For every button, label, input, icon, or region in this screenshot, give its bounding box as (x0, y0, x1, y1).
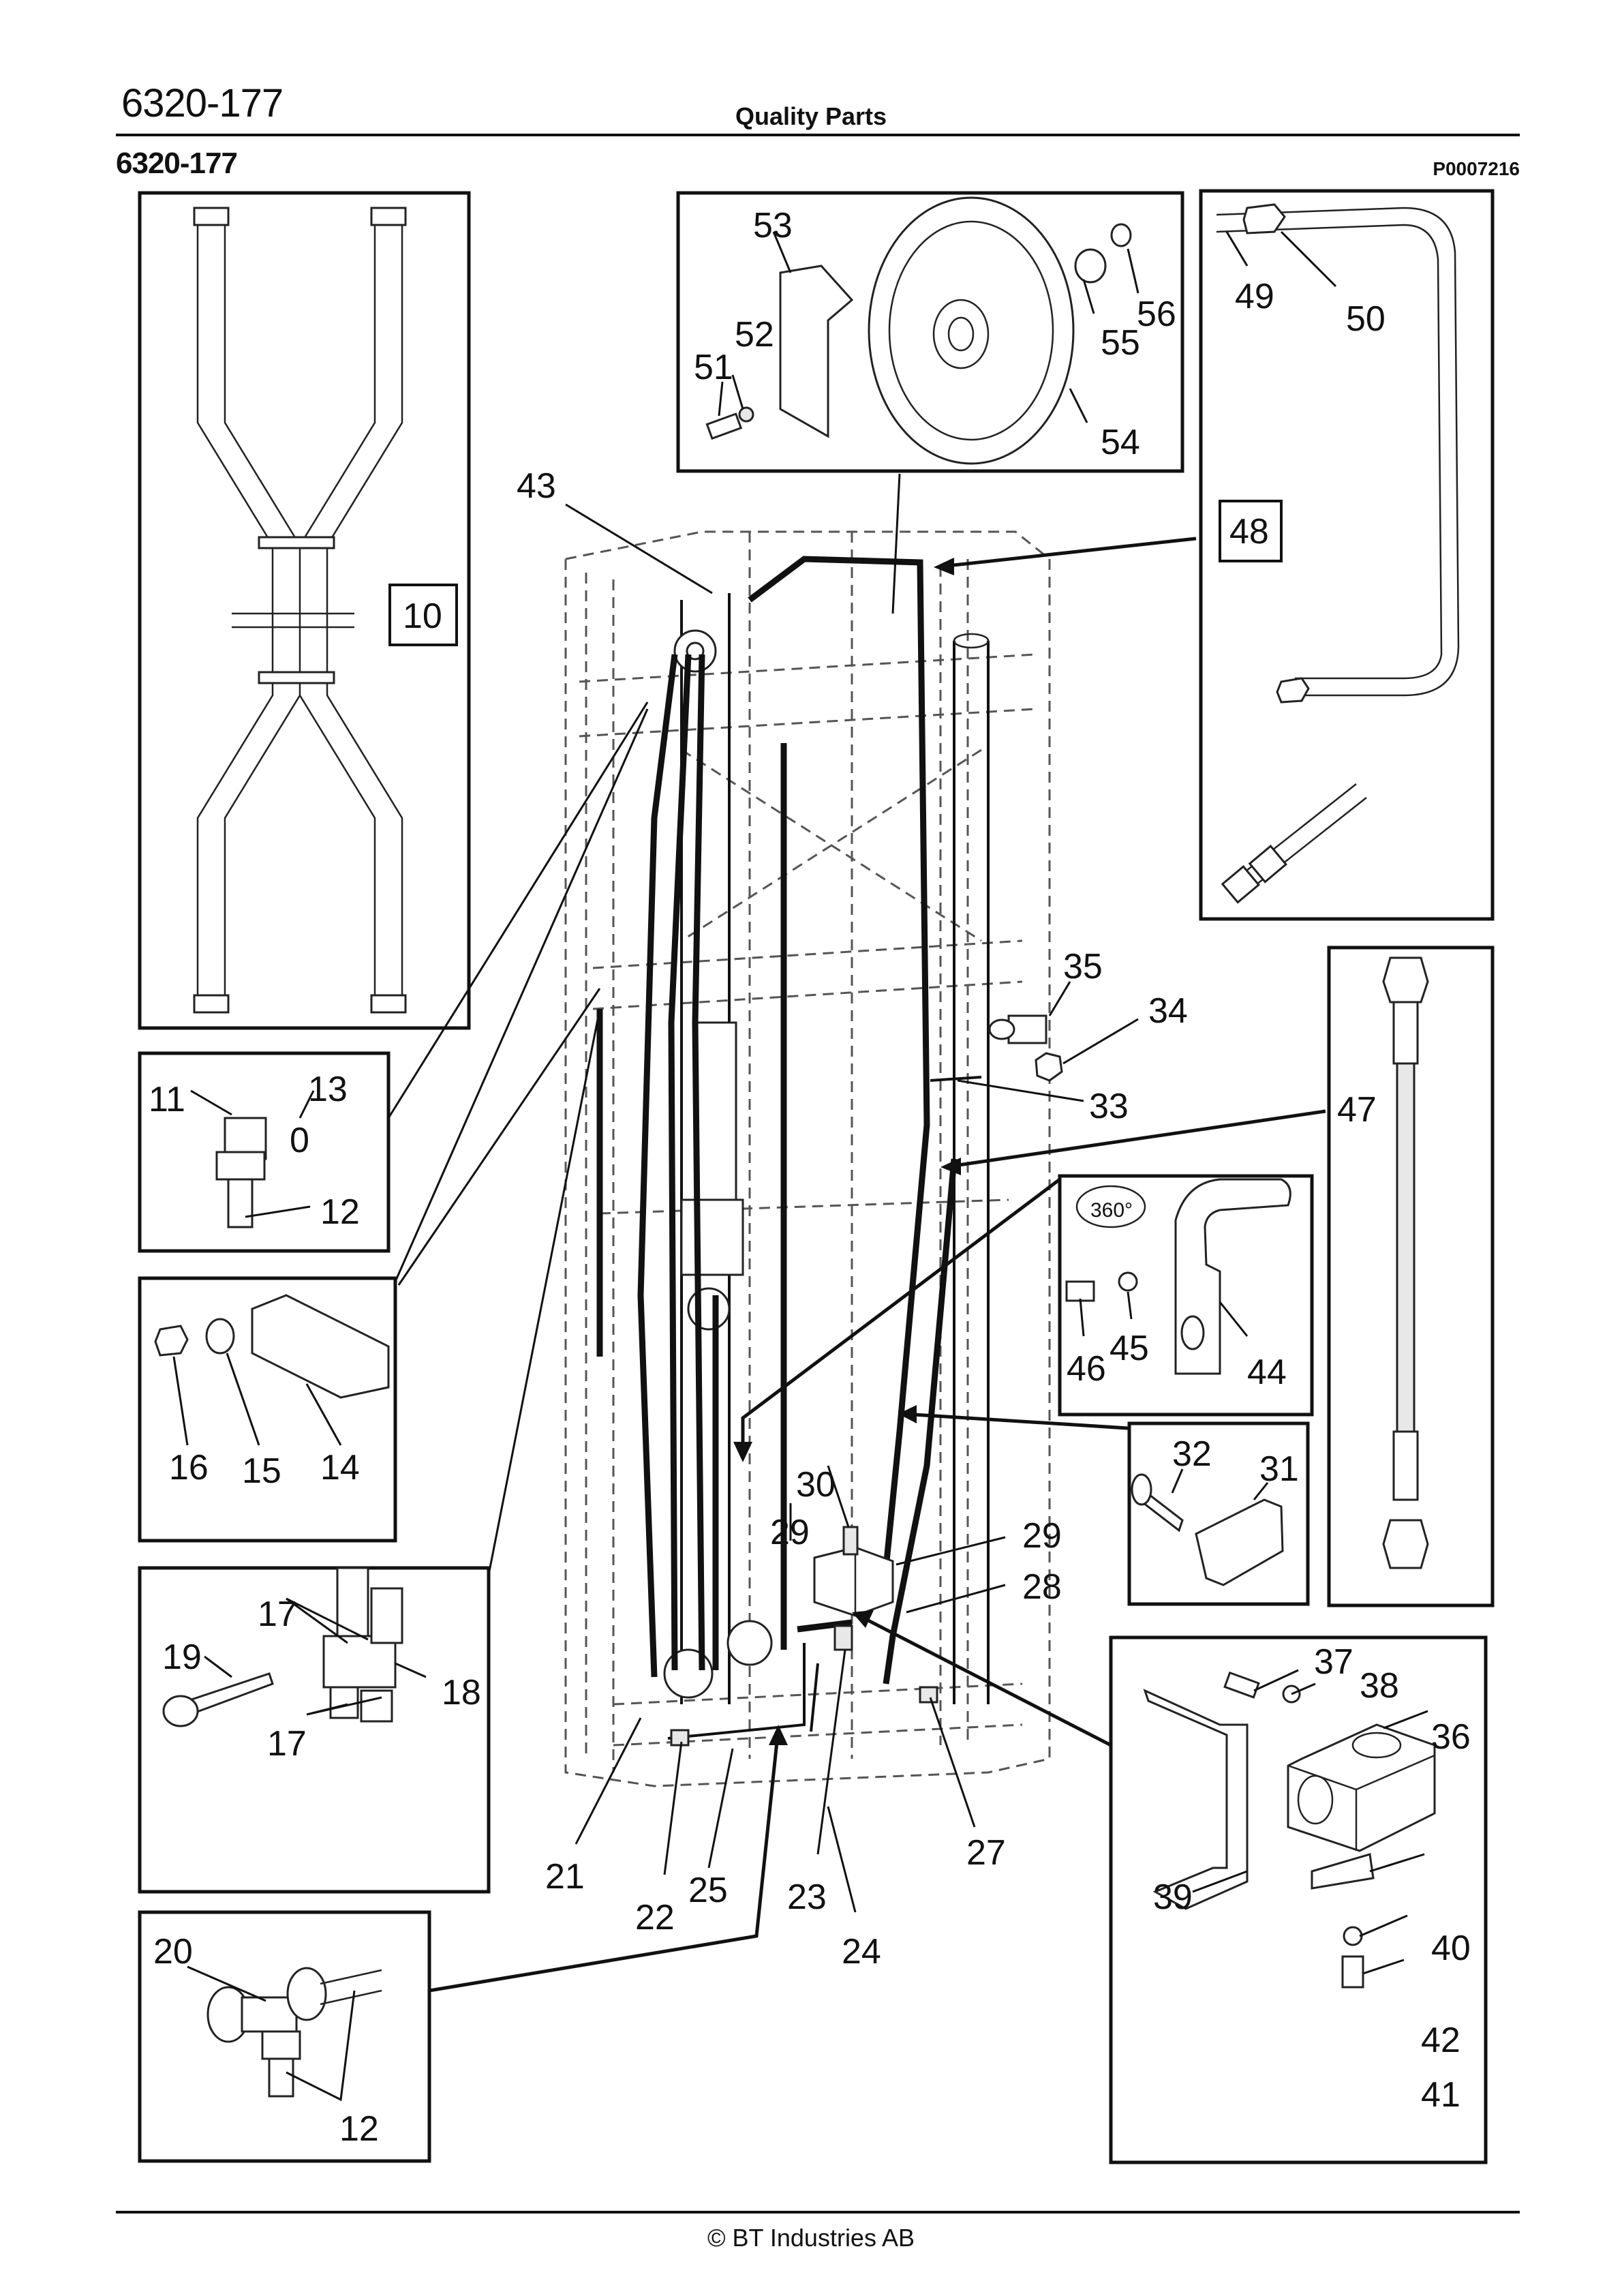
panel-hose-guide: 360° 46 45 44 (733, 1174, 1314, 1462)
callout-12: 12 (320, 1192, 360, 1232)
callout-54: 54 (1101, 423, 1140, 462)
footer-rule (116, 2211, 1520, 2214)
callout-19: 19 (162, 1637, 202, 1677)
section-number: 6320-177 (116, 147, 238, 180)
callout-50: 50 (1346, 299, 1386, 339)
callout-15: 15 (242, 1451, 281, 1491)
panel-hose: 47 (940, 946, 1495, 1607)
panel-hose-cross: 10 (138, 191, 471, 1030)
panel-valve-block: 17 19 18 17 (138, 1008, 601, 1894)
callout-10: 10 (403, 596, 442, 636)
callout-25: 25 (688, 1871, 728, 1910)
panel-pulley: 53 52 51 54 55 56 (676, 191, 1184, 614)
callout-48: 48 (1229, 512, 1269, 552)
main-callouts: 43 35 34 33 30 29 29 28 21 22 25 23 24 2… (517, 466, 1188, 1972)
callout-16: 16 (169, 1448, 209, 1487)
callout-49: 49 (1235, 277, 1274, 316)
callout-55: 55 (1101, 323, 1140, 363)
page-title: Quality Parts (735, 102, 887, 130)
callout-34: 34 (1148, 991, 1188, 1031)
callout-37: 37 (1314, 1642, 1353, 1682)
callout-46: 46 (1067, 1349, 1106, 1389)
callout-38: 38 (1360, 1666, 1399, 1706)
callout-47: 47 (1337, 1090, 1377, 1130)
callout-41: 41 (1421, 2075, 1460, 2115)
callout-23: 23 (787, 1877, 827, 1917)
callout-29-left: 29 (770, 1513, 810, 1552)
callout-53: 53 (753, 206, 793, 245)
panel-tee-fitting: 20 12 (138, 1725, 788, 2163)
mast-assembly (564, 530, 1063, 1787)
callout-box-48 (1219, 500, 1283, 562)
callout-33: 33 (1089, 1087, 1129, 1126)
callout-36: 36 (1431, 1717, 1471, 1757)
panel-distribution-block: 37 38 36 39 40 42 41 (852, 1610, 1488, 2164)
callout-29-right: 29 (1022, 1516, 1062, 1556)
header-rule (116, 134, 1520, 136)
panel-bracket-clamp: 16 15 14 (138, 708, 649, 1543)
callout-45: 45 (1110, 1329, 1149, 1368)
callout-56: 56 (1137, 294, 1176, 334)
panel-elbow-fitting: 11 13 12 0 (138, 701, 649, 1253)
callout-32: 32 (1172, 1434, 1212, 1474)
callout-18: 18 (442, 1673, 481, 1712)
callout-31: 31 (1259, 1449, 1299, 1489)
callout-22: 22 (635, 1898, 675, 1937)
callout-27: 27 (966, 1833, 1006, 1873)
o-ring-glyph: 0 (290, 1121, 309, 1160)
callout-12-tee: 12 (339, 2109, 379, 2149)
rotation-label: 360° (1090, 1199, 1133, 1222)
callout-box-10 (388, 584, 458, 646)
callout-44: 44 (1247, 1353, 1287, 1392)
callout-43: 43 (517, 466, 556, 506)
callout-30: 30 (796, 1465, 836, 1505)
callout-28: 28 (1022, 1567, 1062, 1607)
callout-11: 11 (149, 1080, 185, 1119)
callout-17-top: 17 (258, 1595, 297, 1634)
panel-pipe: 49 50 48 (934, 189, 1495, 921)
callout-52: 52 (735, 315, 774, 354)
callout-20: 20 (153, 1932, 193, 1972)
callout-35: 35 (1063, 947, 1103, 986)
panel-clamp-screw: 32 31 (898, 1405, 1310, 1606)
callout-40: 40 (1431, 1929, 1471, 1968)
reference-code: P0007216 (1433, 158, 1520, 179)
callout-42: 42 (1421, 2021, 1460, 2060)
copyright-footer: © BT Industries AB (707, 2224, 915, 2252)
callout-39: 39 (1153, 1877, 1193, 1917)
callout-17-bottom: 17 (267, 1724, 307, 1764)
callout-51: 51 (694, 348, 733, 387)
callout-13: 13 (308, 1070, 348, 1109)
callout-21: 21 (545, 1857, 585, 1897)
callout-14: 14 (320, 1448, 360, 1487)
callout-24: 24 (842, 1932, 881, 1972)
document-number: 6320-177 (121, 81, 284, 125)
